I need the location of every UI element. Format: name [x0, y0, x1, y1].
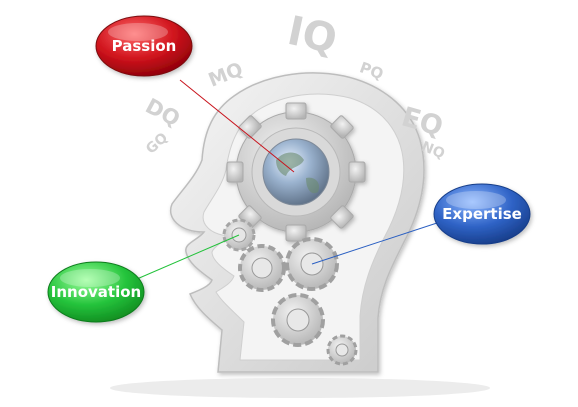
gear-icon-lower [271, 293, 325, 347]
innovation-label: Innovation [51, 283, 141, 301]
quotient-iq: IQ [283, 8, 340, 63]
expertise-label: Expertise [442, 205, 522, 223]
quotient-mq: MQ [205, 58, 246, 92]
quotient-pq: PQ [357, 58, 385, 83]
passion-node [95, 15, 193, 77]
expertise-node [433, 183, 531, 245]
connector-passion [179, 79, 295, 173]
gear-icon-tiny [326, 334, 358, 366]
innovation-node [47, 261, 145, 323]
quotient-dq: DQ [142, 94, 184, 132]
connector-innovation [129, 234, 240, 283]
globe-icon [262, 138, 330, 206]
globe-continents [276, 152, 320, 194]
quotient-gq: GQ [143, 130, 171, 158]
floor-shadow [110, 378, 490, 398]
gear-icon-medium-left [238, 244, 286, 292]
passion-label: Passion [112, 37, 177, 55]
connector-expertise [311, 221, 441, 265]
